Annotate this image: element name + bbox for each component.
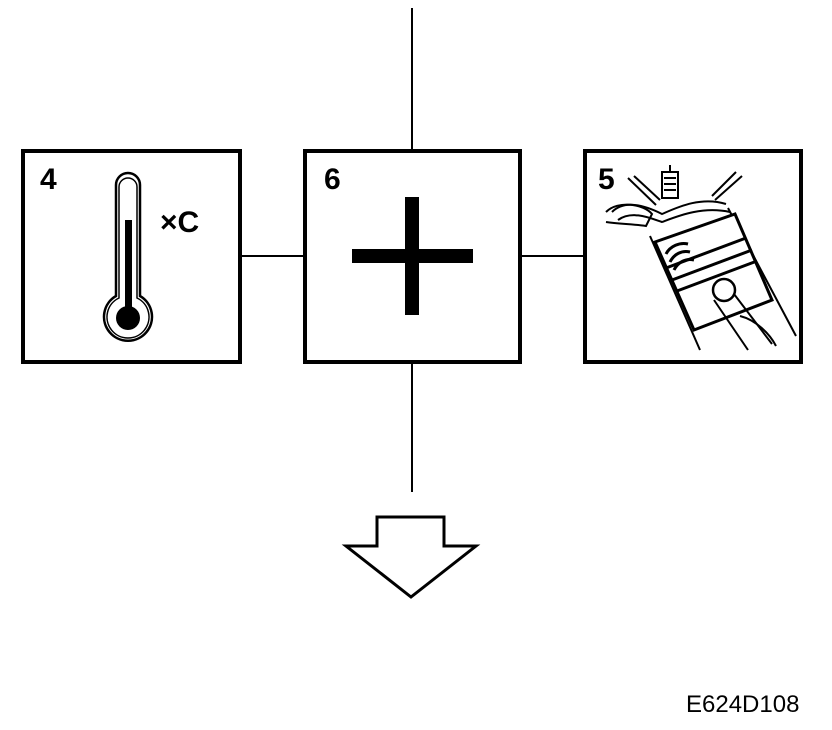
thermometer-icon [102,171,154,342]
connectors [240,8,584,492]
box-number: 4 [40,163,57,196]
plus-icon [352,197,473,315]
box-number: 6 [324,163,341,196]
box-plus: 6 [303,149,522,364]
figure-code: E624D108 [686,691,799,718]
box-engine: 5 [583,149,803,364]
down-arrow-icon [341,515,481,599]
temperature-unit-label: ×C [160,206,199,239]
engine-piston-icon [605,165,797,351]
box-temperature: 4 ×C [21,149,242,364]
box-number: 5 [598,163,615,196]
